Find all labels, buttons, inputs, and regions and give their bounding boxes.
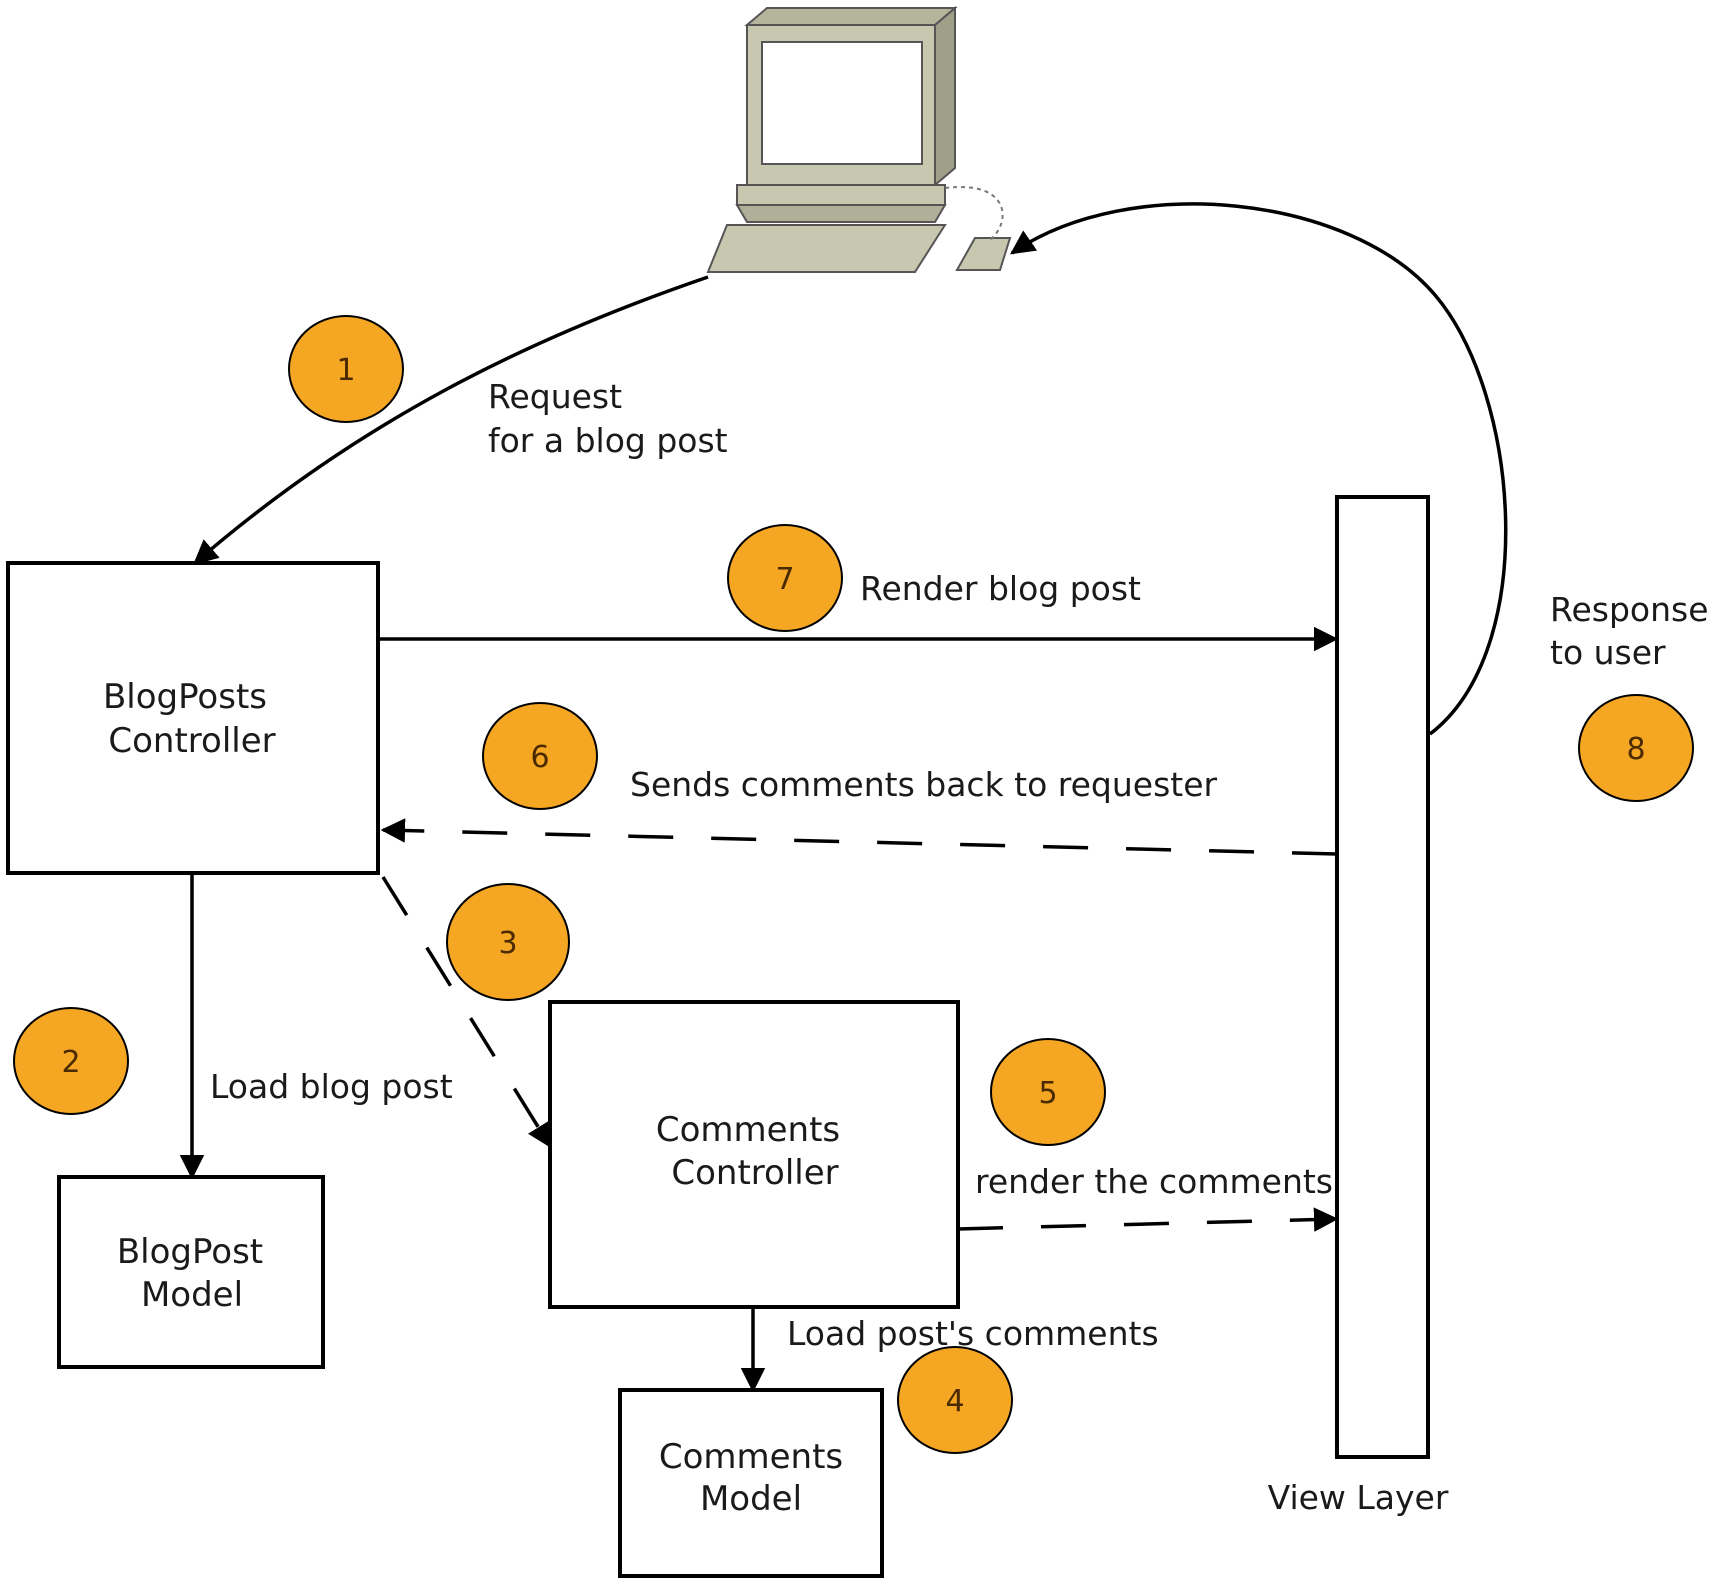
render-comments-label: render the comments (975, 1162, 1333, 1201)
response-label-1: Response (1550, 590, 1709, 629)
load-blog-post-label: Load blog post (210, 1067, 453, 1106)
svg-text:7: 7 (775, 562, 794, 597)
svg-text:2: 2 (61, 1045, 80, 1080)
load-comments-label: Load post's comments (787, 1314, 1159, 1353)
request-label-2: for a blog post (488, 421, 728, 460)
comments-model-label-2: Model (700, 1479, 802, 1519)
step-badge-4: 4 (897, 1346, 1013, 1454)
blogposts-controller-box: BlogPosts Controller (6, 561, 380, 875)
response-label-2: to user (1550, 633, 1666, 672)
render-comments-arrow (957, 1207, 1339, 1232)
comments-model-label-1: Comments (659, 1437, 843, 1477)
view-layer-label: View Layer (1268, 1478, 1449, 1517)
render-blog-post-label: Render blog post (860, 569, 1141, 608)
step-badge-6: 6 (482, 702, 598, 810)
step-badge-3: 3 (446, 883, 570, 1001)
response-arrow (1009, 202, 1508, 736)
request-label-1: Request (488, 377, 622, 416)
svg-text:1: 1 (336, 353, 355, 388)
svg-text:3: 3 (498, 926, 517, 961)
blogposts-controller-label-2: Controller (108, 721, 275, 761)
step-badge-5: 5 (990, 1038, 1106, 1146)
svg-text:6: 6 (530, 740, 549, 775)
comments-controller-box: Comments Controller (548, 1000, 960, 1309)
blogpost-model-label-2: Model (141, 1275, 243, 1315)
svg-text:5: 5 (1038, 1076, 1057, 1111)
comments-controller-label-2: Controller (671, 1153, 838, 1193)
step-badge-1: 1 (288, 315, 404, 423)
comments-model-box: Comments Model (618, 1388, 884, 1578)
blogposts-controller-label-1: BlogPosts (103, 677, 267, 717)
step-badge-7: 7 (727, 524, 843, 632)
step-badge-8: 8 (1578, 694, 1694, 802)
blogpost-model-box: BlogPost Model (57, 1175, 325, 1369)
step-badge-2: 2 (13, 1007, 129, 1115)
request-arrow (193, 275, 709, 565)
comments-controller-arrow (381, 876, 552, 1149)
computer-icon (706, 5, 1012, 273)
svg-text:8: 8 (1626, 732, 1645, 767)
sends-back-arrow (380, 818, 1338, 856)
blogpost-model-label-1: BlogPost (117, 1232, 263, 1272)
view-layer-box: View Layer (1268, 495, 1449, 1517)
comments-controller-label-1: Comments (656, 1110, 840, 1150)
sends-back-label: Sends comments back to requester (630, 765, 1218, 804)
svg-text:4: 4 (945, 1384, 964, 1419)
